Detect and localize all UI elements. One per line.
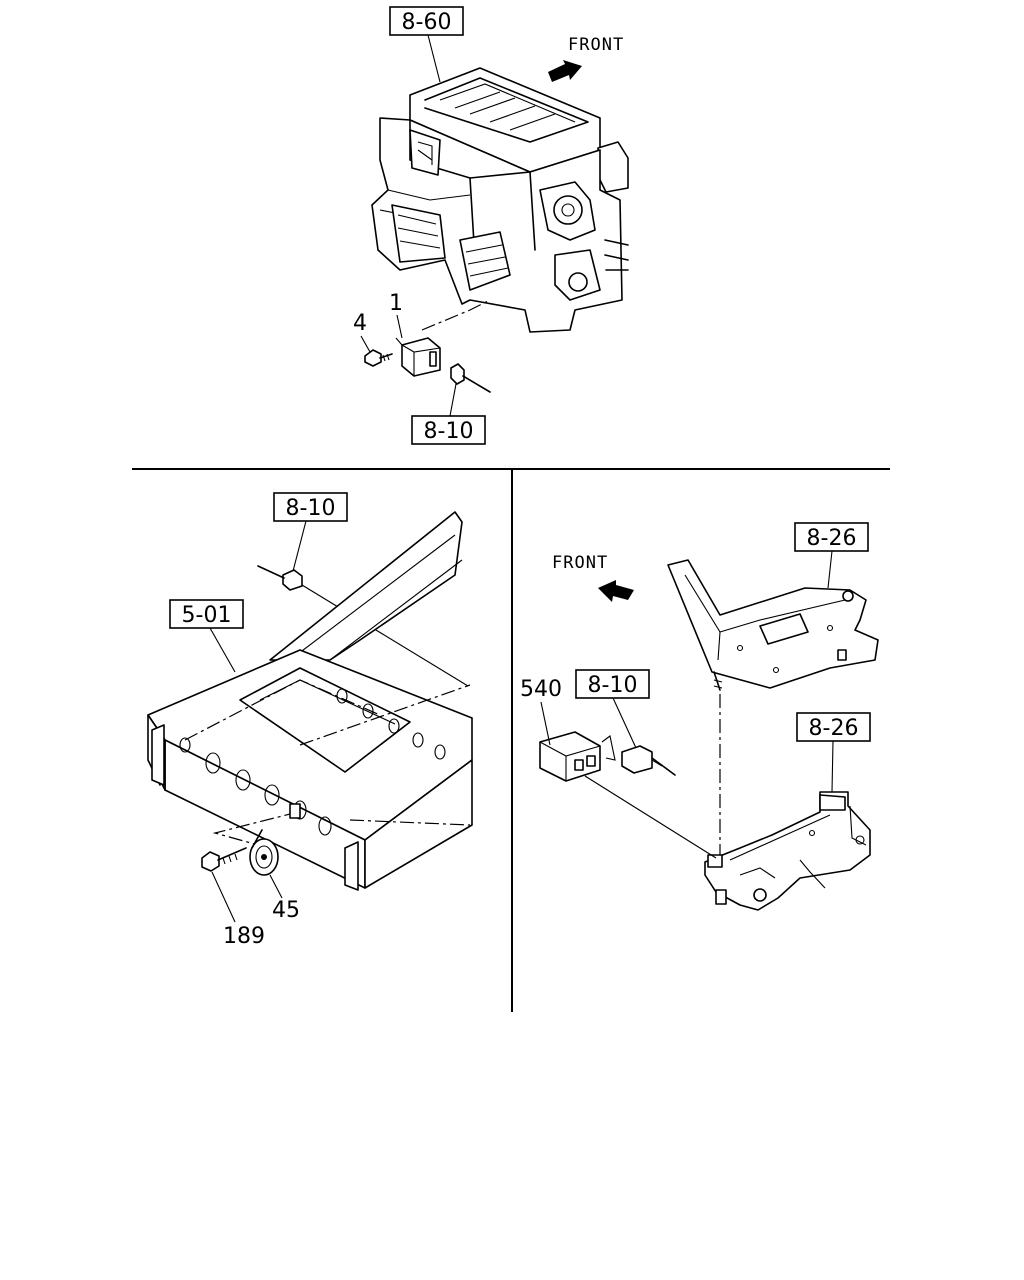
part-number-4: 4 [353,311,367,336]
svg-text:8-26: 8-26 [809,716,859,741]
harness-connector-top: 8-10 [411,363,491,445]
svg-text:8-26: 8-26 [807,526,857,551]
part-number-1: 1 [389,291,403,316]
ref-box-8-10-left: 8-10 [257,492,469,687]
ref-box-8-60: 8-60 [389,6,464,83]
part-189-bolt: 189 [201,847,265,949]
part-number-540: 540 [520,677,562,702]
part-4-screw: 4 [353,311,393,367]
harness-connector-right: 8-10 [575,669,676,776]
part-45-horn: 45 [249,829,300,923]
svg-text:8-60: 8-60 [402,10,452,35]
lower-left-section: 8-10 5-01 [147,492,473,949]
part-1-switch: 1 [389,291,441,377]
ref-8-10-right: 8-10 [588,673,638,698]
svg-text:8-10: 8-10 [286,496,336,521]
ref-8-10-top: 8-10 [424,419,474,444]
svg-text:5-01: 5-01 [182,603,232,628]
front-arrow-icon-top [548,60,582,82]
front-label-right: FRONT [552,553,608,573]
section-dividers [132,468,890,1012]
part-number-189: 189 [223,924,265,949]
upper-bracket-drawing [667,559,879,691]
ref-box-5-01: 5-01 [169,599,244,673]
front-arrow-icon-right [598,580,634,602]
ref-box-8-26-lower: 8-26 [796,712,871,793]
heater-unit-drawing [371,67,629,333]
frame-rail-drawing [147,511,473,891]
lower-right-section: FRONT 8-26 [520,522,879,911]
top-section: FRONT 8-60 1 4 [353,6,629,445]
front-label-top: FRONT [568,35,624,55]
part-540-relay: 540 [520,677,717,859]
ref-box-8-26-upper: 8-26 [794,522,869,589]
lower-bracket-drawing [704,791,871,911]
part-number-45: 45 [272,898,300,923]
